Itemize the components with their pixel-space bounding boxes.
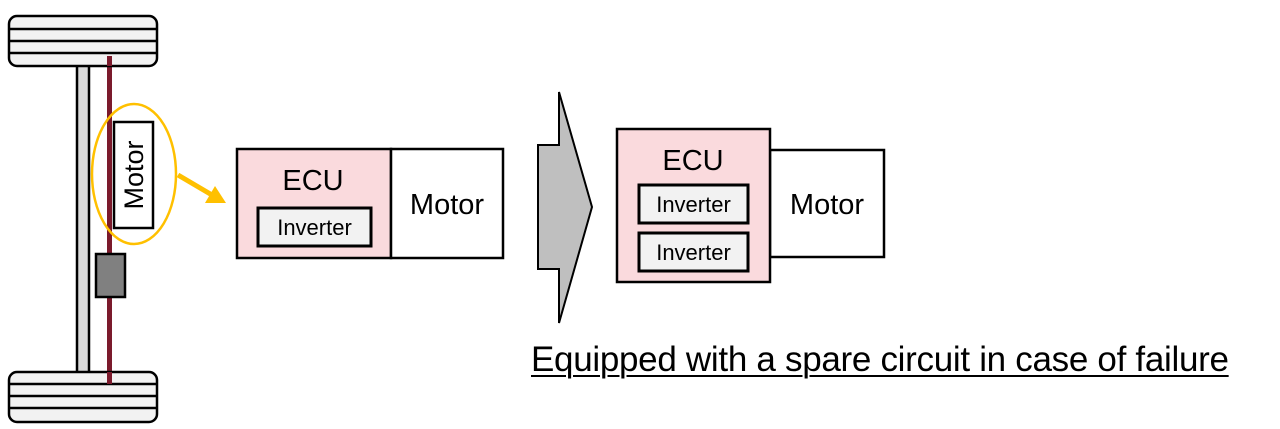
before-inverter-label: Inverter [277, 215, 352, 240]
highlight-arrow [176, 172, 226, 203]
vehicle-motor-box [112, 120, 155, 230]
bottom-wheel [7, 370, 159, 424]
after-configuration: ECU Inverter Inverter Motor [615, 127, 886, 284]
vehicle-chassis: Motor [7, 14, 226, 424]
before-inverter-box [256, 206, 373, 248]
caption: Equipped with a spare circuit in case of… [531, 340, 1229, 379]
transition-arrow [537, 91, 594, 324]
before-ecu-label: ECU [282, 165, 343, 197]
vehicle-motor-label: Motor [119, 140, 149, 209]
after-motor-label: Motor [790, 189, 864, 221]
highlight-ellipse [90, 102, 178, 246]
after-ecu-label: ECU [662, 145, 723, 177]
after-inverter-box-1 [637, 183, 750, 225]
after-inverter-label-2: Inverter [656, 240, 731, 265]
before-motor-box [389, 147, 505, 260]
drive-shaft-bottom [107, 372, 112, 384]
drive-shaft [107, 56, 112, 381]
axle [75, 62, 91, 376]
top-wheel [7, 14, 159, 68]
gear-component [94, 252, 127, 299]
after-inverter-box-2 [637, 231, 750, 273]
drive-shaft-top [107, 56, 112, 66]
after-inverter-label-1: Inverter [656, 192, 731, 217]
before-configuration: ECU Inverter Motor [235, 147, 505, 260]
before-motor-label: Motor [410, 189, 484, 221]
